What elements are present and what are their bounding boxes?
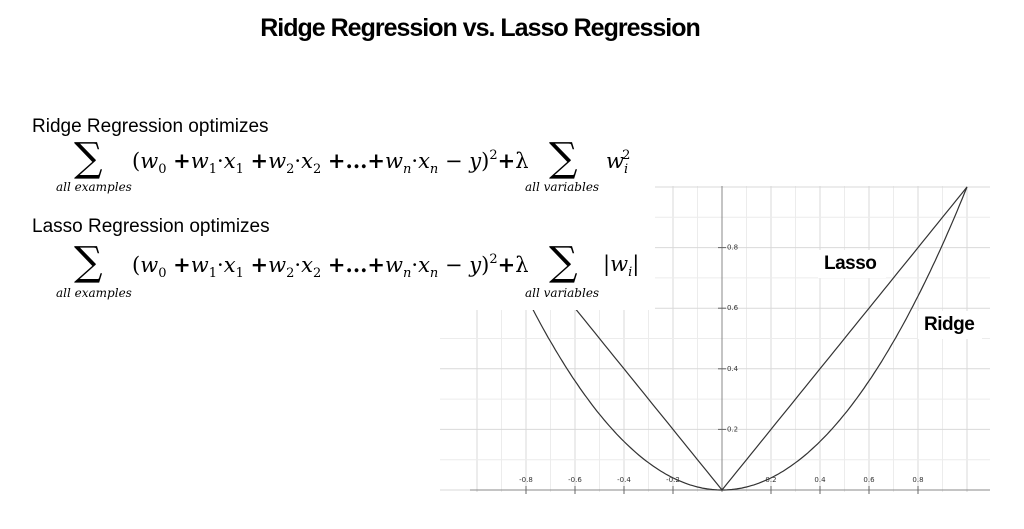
lasso-curve-label: Lasso (824, 253, 877, 274)
ridge-curve (476, 186, 968, 491)
ridge-sum-variables-symbol: ∑ (549, 135, 578, 181)
ridge-penalty-term: wi2 (606, 148, 631, 177)
y-tick-label: 0.6 (727, 304, 739, 312)
x-tick-label: 0.4 (814, 476, 826, 484)
ridge-label-backdrop (918, 311, 982, 339)
formula-backdrop (430, 110, 655, 310)
slide-title: Ridge Regression vs. Lasso Regression (260, 14, 701, 42)
ridge-residual-term: (w0 +w1·x1 +w2·x2 +...+wn·xn − y)2+λ (132, 148, 529, 177)
lasso-sum-variables-label: all variables (525, 286, 600, 300)
lasso-sum-examples-symbol: ∑ (74, 239, 103, 285)
lasso-label: Lasso Regression optimizes (32, 216, 270, 237)
lasso-sum-variables-symbol: ∑ (549, 239, 578, 285)
x-tick-label: 0.8 (912, 476, 923, 484)
x-tick-label: -0.8 (519, 476, 533, 484)
y-tick-label: 0.2 (727, 425, 738, 433)
ridge-sum-variables-label: all variables (525, 180, 600, 194)
x-tick-label: -0.6 (568, 476, 582, 484)
ridge-label: Ridge Regression optimizes (32, 116, 269, 137)
x-tick-label: -0.2 (666, 476, 680, 484)
ridge-sum-examples-label: all examples (56, 180, 132, 194)
ridge-sum-examples-symbol: ∑ (74, 135, 103, 181)
ridge-curve-label: Ridge (924, 314, 975, 335)
lasso-sum-examples-label: all examples (56, 286, 132, 300)
lasso-residual-term: (w0 +w1·x1 +w2·x2 +...+wn·xn − y)2+λ (132, 252, 529, 281)
y-tick-label: 0.4 (727, 365, 739, 373)
lasso-label-backdrop (818, 250, 886, 278)
y-tick-label: 0.8 (727, 244, 738, 252)
x-tick-label: 0.2 (765, 476, 776, 484)
lasso-penalty-term: |wi| (603, 252, 640, 280)
x-tick-label: -0.4 (617, 476, 631, 484)
x-tick-label: 0.6 (863, 476, 875, 484)
